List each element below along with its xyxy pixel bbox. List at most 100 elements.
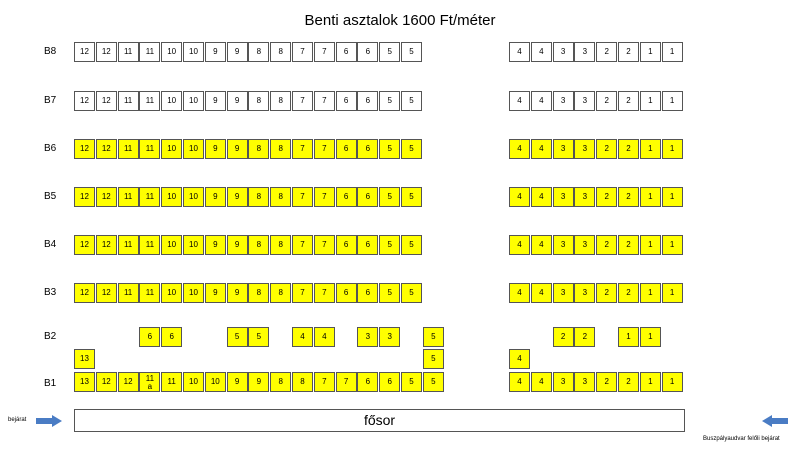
stall-cell[interactable]: 4 bbox=[530, 235, 552, 255]
stall-cell[interactable]: 4 bbox=[292, 327, 313, 347]
stall-cell[interactable]: 2 bbox=[618, 91, 639, 111]
stall-cell[interactable]: 3 bbox=[552, 139, 574, 159]
stall-cell[interactable]: 1 bbox=[639, 283, 661, 303]
stall-cell[interactable]: 1 bbox=[661, 91, 683, 111]
stall-cell[interactable]: 3 bbox=[574, 139, 596, 159]
stall-cell[interactable]: 6 bbox=[139, 327, 161, 347]
stall-cell[interactable]: 10 bbox=[183, 139, 204, 159]
stall-cell[interactable]: 2 bbox=[618, 372, 639, 392]
stall-cell[interactable]: 6 bbox=[357, 187, 379, 207]
stall-cell[interactable]: 9 bbox=[204, 139, 226, 159]
stall-cell[interactable]: 11 bbox=[117, 91, 139, 111]
stall-cell[interactable]: 3 bbox=[379, 327, 401, 347]
stall-cell[interactable]: 6 bbox=[161, 327, 183, 347]
stall-cell[interactable]: 5 bbox=[248, 327, 270, 347]
stall-cell[interactable]: 1 bbox=[661, 139, 683, 159]
stall-cell[interactable]: 7 bbox=[292, 187, 313, 207]
stall-cell[interactable]: 8 bbox=[248, 42, 270, 62]
stall-cell[interactable]: 5 bbox=[401, 42, 422, 62]
stall-cell[interactable]: 12 bbox=[95, 372, 117, 392]
stall-cell[interactable]: 10 bbox=[161, 42, 183, 62]
stall-cell[interactable]: 11 bbox=[139, 42, 161, 62]
stall-cell[interactable]: 12 bbox=[95, 187, 117, 207]
stall-cell[interactable]: 11 bbox=[161, 372, 183, 392]
stall-cell[interactable]: 7 bbox=[313, 91, 335, 111]
stall-cell[interactable]: 8 bbox=[270, 235, 292, 255]
stall-cell[interactable]: 2 bbox=[618, 187, 639, 207]
stall-cell[interactable]: 10 bbox=[183, 283, 204, 303]
stall-cell[interactable]: 5 bbox=[401, 235, 422, 255]
stall-cell[interactable]: 5 bbox=[422, 327, 444, 347]
stall-cell[interactable]: 6 bbox=[357, 42, 379, 62]
stall-cell[interactable]: 2 bbox=[618, 235, 639, 255]
stall-cell[interactable]: 6 bbox=[357, 235, 379, 255]
stall-cell[interactable]: 1 bbox=[661, 42, 683, 62]
stall-cell[interactable]: 1 bbox=[639, 372, 661, 392]
stall-cell[interactable]: 5 bbox=[401, 372, 422, 392]
stall-cell[interactable]: 12 bbox=[95, 42, 117, 62]
stall-cell[interactable]: 3 bbox=[574, 91, 596, 111]
stall-cell[interactable]: 10 bbox=[183, 235, 204, 255]
stall-cell[interactable]: 2 bbox=[552, 327, 574, 347]
stall-cell[interactable]: 8 bbox=[270, 91, 292, 111]
stall-cell[interactable]: 9 bbox=[204, 42, 226, 62]
stall-cell[interactable]: 2 bbox=[618, 42, 639, 62]
stall-cell[interactable]: 1 bbox=[661, 372, 683, 392]
stall-cell[interactable]: 7 bbox=[292, 235, 313, 255]
stall-cell[interactable]: 12 bbox=[74, 187, 95, 207]
stall-cell[interactable]: 6 bbox=[357, 91, 379, 111]
stall-cell[interactable]: 9 bbox=[204, 91, 226, 111]
stall-cell[interactable]: 11 bbox=[139, 91, 161, 111]
stall-cell[interactable]: 2 bbox=[596, 139, 618, 159]
stall-cell[interactable]: 8 bbox=[248, 235, 270, 255]
stall-cell[interactable]: 2 bbox=[574, 327, 596, 347]
stall-cell[interactable]: 6 bbox=[335, 187, 357, 207]
stall-cell[interactable]: 5 bbox=[401, 283, 422, 303]
stall-cell[interactable]: 7 bbox=[335, 372, 357, 392]
stall-cell[interactable]: 4 bbox=[509, 283, 530, 303]
stall-cell[interactable]: 2 bbox=[596, 42, 618, 62]
stall-cell[interactable]: 4 bbox=[509, 349, 530, 369]
stall-cell[interactable]: 4 bbox=[530, 139, 552, 159]
stall-cell[interactable]: 4 bbox=[509, 139, 530, 159]
stall-cell[interactable]: 8 bbox=[248, 187, 270, 207]
stall-cell[interactable]: 1 bbox=[639, 235, 661, 255]
stall-cell[interactable]: 4 bbox=[530, 42, 552, 62]
stall-cell[interactable]: 9 bbox=[226, 187, 248, 207]
stall-cell[interactable]: 12 bbox=[74, 235, 95, 255]
stall-cell[interactable]: 10 bbox=[161, 91, 183, 111]
stall-cell[interactable]: 12 bbox=[117, 372, 139, 392]
stall-cell[interactable]: 5 bbox=[379, 91, 401, 111]
stall-cell[interactable]: 4 bbox=[509, 42, 530, 62]
stall-cell[interactable]: 10 bbox=[183, 372, 204, 392]
stall-cell[interactable]: 8 bbox=[270, 42, 292, 62]
stall-cell[interactable]: 6 bbox=[379, 372, 401, 392]
stall-cell[interactable]: 13 bbox=[74, 349, 95, 369]
stall-cell[interactable]: 12 bbox=[95, 91, 117, 111]
stall-cell[interactable]: 4 bbox=[509, 235, 530, 255]
stall-cell[interactable]: 12 bbox=[74, 283, 95, 303]
stall-cell[interactable]: 7 bbox=[313, 139, 335, 159]
stall-cell[interactable]: 6 bbox=[335, 235, 357, 255]
stall-cell[interactable]: 13 bbox=[74, 372, 95, 392]
stall-cell[interactable]: 11 bbox=[139, 283, 161, 303]
stall-cell[interactable]: 4 bbox=[509, 372, 530, 392]
stall-cell[interactable]: 5 bbox=[422, 372, 444, 392]
stall-cell[interactable]: 7 bbox=[313, 187, 335, 207]
stall-cell[interactable]: 1 bbox=[639, 42, 661, 62]
stall-cell[interactable]: 9 bbox=[204, 187, 226, 207]
stall-cell[interactable]: 2 bbox=[596, 187, 618, 207]
stall-cell[interactable]: 10 bbox=[161, 139, 183, 159]
stall-cell[interactable]: 10 bbox=[204, 372, 226, 392]
stall-cell[interactable]: 6 bbox=[335, 91, 357, 111]
stall-cell[interactable]: 11 bbox=[139, 187, 161, 207]
stall-cell[interactable]: 1 bbox=[639, 187, 661, 207]
stall-cell[interactable]: 1 bbox=[639, 139, 661, 159]
stall-cell[interactable]: 6 bbox=[335, 42, 357, 62]
stall-cell[interactable]: 7 bbox=[313, 42, 335, 62]
stall-cell[interactable]: 3 bbox=[552, 91, 574, 111]
stall-cell[interactable]: 10 bbox=[183, 91, 204, 111]
stall-cell[interactable]: 8 bbox=[292, 372, 313, 392]
stall-cell[interactable]: 8 bbox=[248, 91, 270, 111]
